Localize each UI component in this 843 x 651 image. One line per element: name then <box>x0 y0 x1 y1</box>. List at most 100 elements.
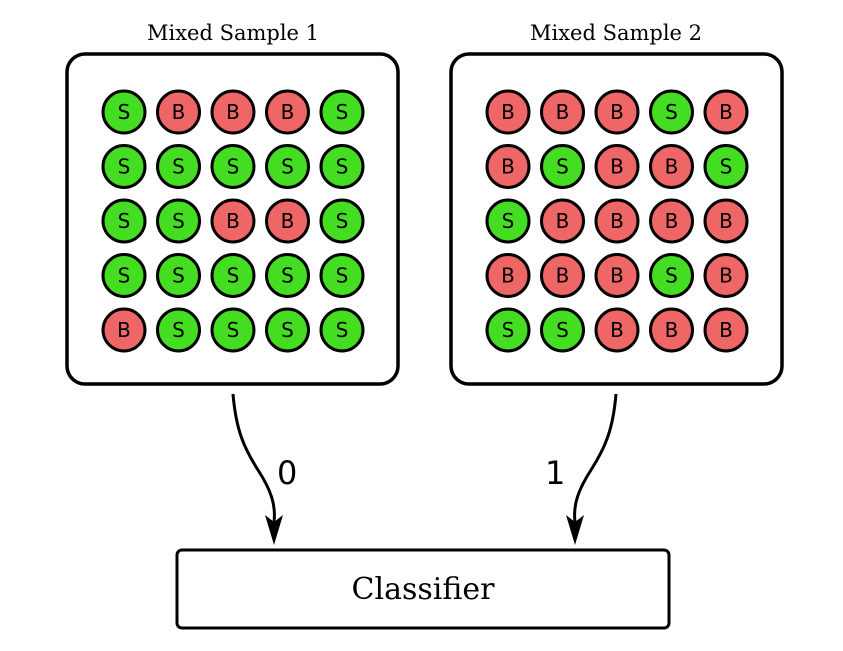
ball-label: S <box>336 264 349 288</box>
ball-circle <box>540 253 585 298</box>
ball-label: S <box>227 155 240 179</box>
background-ball: B <box>594 198 640 244</box>
ball-circle <box>319 89 365 135</box>
signal-ball: S <box>703 144 749 189</box>
signal-ball: S <box>156 144 201 189</box>
classifier-box <box>175 548 671 630</box>
ball-circle <box>265 253 310 298</box>
ball-label: B <box>665 318 679 342</box>
ball-circle <box>540 198 585 244</box>
ball-label: S <box>118 264 131 288</box>
ball-label: S <box>281 264 294 288</box>
ball-label: B <box>610 100 624 124</box>
ball-label: B <box>665 209 679 233</box>
ball-label: B <box>501 155 515 179</box>
ball-label: B <box>719 209 733 233</box>
ball-label: S <box>720 155 733 179</box>
edge-label-0: 0 <box>277 454 297 492</box>
ball-label: S <box>281 155 294 179</box>
ball-label: S <box>118 155 131 179</box>
ball-circle <box>210 307 256 353</box>
ball-label: S <box>665 264 678 288</box>
arrow-sample-1-to-classifier: 0 <box>231 393 297 545</box>
ball-circle <box>594 144 640 189</box>
ball-circle <box>156 198 201 244</box>
ball-circle <box>210 253 256 298</box>
background-ball: B <box>703 198 749 244</box>
ball-label: B <box>556 264 570 288</box>
signal-ball: S <box>319 198 365 244</box>
ball-label: B <box>501 100 515 124</box>
ball-circle <box>101 89 147 135</box>
signal-ball: S <box>101 198 147 244</box>
ball-label: B <box>226 209 240 233</box>
ball-label: B <box>719 100 733 124</box>
signal-ball: S <box>319 307 365 353</box>
signal-ball: S <box>101 253 147 298</box>
ball-circle <box>210 89 256 135</box>
ball-label: S <box>281 318 294 342</box>
signal-ball: S <box>540 144 585 189</box>
arrowhead-1 <box>265 515 283 545</box>
ball-label: B <box>719 264 733 288</box>
background-ball: B <box>485 89 531 135</box>
ball-circle <box>703 89 749 135</box>
ball-label: B <box>281 209 295 233</box>
ball-circle <box>703 307 749 353</box>
ball-circle <box>485 89 531 135</box>
ball-label: S <box>118 100 131 124</box>
ball-label: S <box>172 264 185 288</box>
ball-circle <box>540 89 585 135</box>
background-ball: B <box>594 89 640 135</box>
background-ball: B <box>210 89 256 135</box>
signal-ball: S <box>319 89 365 135</box>
ball-label: B <box>556 209 570 233</box>
classifier: Classifier <box>175 548 671 630</box>
ball-label: B <box>501 264 515 288</box>
ball-label: S <box>172 155 185 179</box>
ball-circle <box>485 253 531 298</box>
ball-label: S <box>336 209 349 233</box>
ball-circle <box>649 198 694 244</box>
background-ball: B <box>594 307 640 353</box>
ball-label: B <box>172 100 186 124</box>
ball-label: S <box>172 209 185 233</box>
ball-circle <box>319 307 365 353</box>
signal-ball: S <box>156 253 201 298</box>
ball-label: B <box>610 318 624 342</box>
ball-label: B <box>610 264 624 288</box>
ball-label: S <box>556 318 569 342</box>
signal-ball: S <box>649 89 694 135</box>
signal-ball: S <box>265 253 310 298</box>
ball-label: S <box>556 155 569 179</box>
ball-label: B <box>665 155 679 179</box>
ball-circle <box>703 144 749 189</box>
signal-ball: S <box>319 253 365 298</box>
ball-circle <box>594 89 640 135</box>
ball-circle <box>649 307 694 353</box>
ball-label: S <box>502 209 515 233</box>
background-ball: B <box>649 144 694 189</box>
ball-circle <box>485 198 531 244</box>
ball-label: S <box>665 100 678 124</box>
ball-circle <box>265 89 310 135</box>
ball-circle <box>319 253 365 298</box>
ball-circle <box>703 198 749 244</box>
ball-circle <box>156 144 201 189</box>
ball-label: S <box>227 264 240 288</box>
ball-circle <box>649 253 694 298</box>
background-ball: B <box>210 198 256 244</box>
ball-label: B <box>719 318 733 342</box>
ball-label: B <box>281 100 295 124</box>
ball-circle <box>210 144 256 189</box>
arrowhead-2 <box>566 515 584 545</box>
background-ball: B <box>540 89 585 135</box>
ball-circle <box>101 144 147 189</box>
ball-circle <box>703 253 749 298</box>
ball-circle <box>319 198 365 244</box>
ball-label: S <box>336 155 349 179</box>
signal-ball: S <box>485 198 531 244</box>
ball-label: S <box>336 318 349 342</box>
ball-circle <box>156 89 201 135</box>
background-ball: B <box>703 253 749 298</box>
